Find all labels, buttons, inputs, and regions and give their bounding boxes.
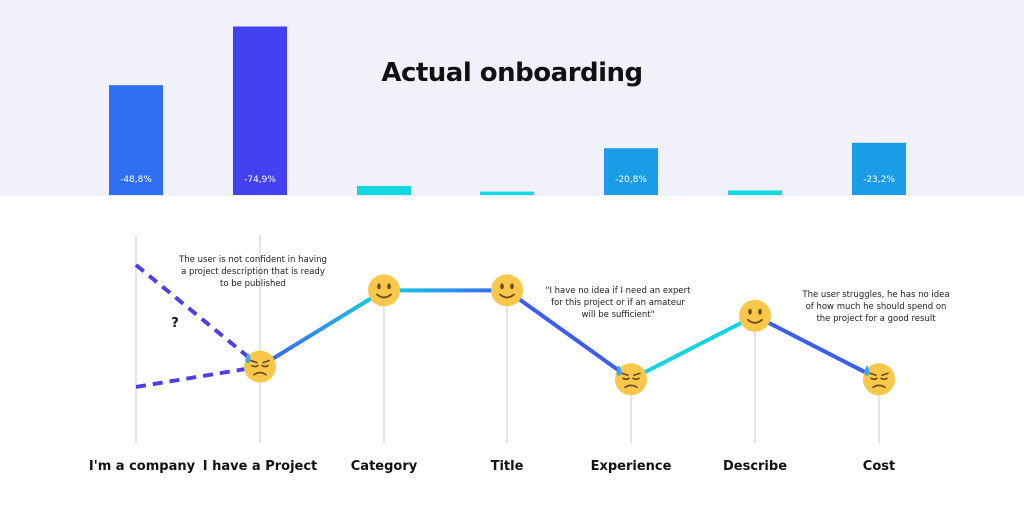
- face-eye: [758, 308, 762, 315]
- face-eye: [251, 364, 259, 368]
- bar-value-label: -48,8%: [120, 175, 152, 185]
- journey-segment: [505, 288, 633, 382]
- annotation-line: a project description that is ready: [181, 267, 325, 277]
- face-eye: [510, 283, 514, 290]
- annotation-line: the project for a good result: [816, 314, 936, 324]
- bar: [852, 142, 906, 195]
- worried-face-icon: [244, 350, 276, 383]
- face-eye: [261, 364, 269, 368]
- chart-title: Actual onboarding: [381, 58, 643, 88]
- face-mouth: [624, 384, 638, 389]
- bar: [604, 148, 658, 195]
- face-eye: [870, 377, 878, 381]
- face-brow: [621, 372, 629, 377]
- face-brow: [633, 372, 641, 377]
- bar: [728, 190, 782, 195]
- bar: [357, 186, 411, 195]
- bar-value-label: -23,2%: [863, 175, 895, 185]
- category-label: I'm a company: [89, 459, 196, 474]
- annotation-line: will be sufficient": [582, 310, 655, 320]
- worried-face-icon: [615, 363, 647, 396]
- worried-face-icon: [863, 363, 895, 396]
- face-disc: [615, 363, 647, 396]
- sweat-drop: [245, 352, 251, 364]
- dashed-branch-upper: [134, 263, 262, 369]
- face-disc: [244, 350, 276, 383]
- annotation-line: to be published: [220, 279, 286, 289]
- bar: [233, 26, 287, 195]
- bar-value-label: -74,9%: [244, 175, 276, 185]
- bar: [109, 85, 163, 195]
- face-eye: [622, 377, 630, 381]
- face-disc: [739, 299, 771, 332]
- face-brow: [262, 359, 270, 364]
- annotation: The user struggles, he has no idea of how…: [801, 290, 949, 324]
- category-label: I have a Project: [203, 459, 318, 474]
- journey-segment: [258, 288, 386, 369]
- journey-segment: [629, 313, 757, 382]
- face-disc: [368, 274, 400, 307]
- category-label: Title: [491, 459, 524, 474]
- face-eye: [880, 377, 888, 381]
- face-mouth: [376, 293, 392, 299]
- face-brow: [250, 359, 258, 364]
- journey-segment: [753, 313, 881, 382]
- sweat-drop: [616, 365, 622, 377]
- smiling-face-icon: [739, 299, 771, 332]
- smiling-face-icon: [368, 274, 400, 307]
- category-label: Cost: [863, 459, 895, 474]
- face-eye: [500, 283, 504, 290]
- annotation-line: "I have no idea if I need an expert: [546, 286, 692, 296]
- face-eye: [387, 283, 391, 290]
- face-brow: [881, 372, 889, 377]
- bar: [480, 191, 534, 195]
- face-disc: [863, 363, 895, 396]
- face-disc: [491, 274, 523, 307]
- face-eye: [632, 377, 640, 381]
- smiling-face-icon: [491, 274, 523, 307]
- face-mouth: [872, 384, 886, 389]
- face-mouth: [499, 293, 515, 299]
- category-label: Describe: [723, 459, 787, 474]
- annotation: "I have no idea if I need an expert for t…: [546, 286, 692, 320]
- category-label: Experience: [591, 459, 672, 474]
- category-label: Category: [351, 459, 418, 474]
- face-eye: [377, 283, 381, 290]
- annotation-line: The user struggles, he has no idea: [801, 290, 949, 300]
- face-mouth: [253, 371, 267, 376]
- dashed-branch-lower: [135, 364, 261, 389]
- annotation-line: of how much he should spend on: [806, 302, 947, 312]
- face-eye: [748, 308, 752, 315]
- annotation-line: for this project or if an amateur: [551, 298, 685, 308]
- question-mark: ?: [171, 316, 179, 331]
- annotation: The user is not confident in having a pro…: [178, 255, 327, 289]
- face-brow: [869, 372, 877, 377]
- bar-value-label: -20,8%: [615, 175, 647, 185]
- sweat-drop: [864, 365, 870, 377]
- face-mouth: [747, 318, 763, 324]
- annotation-line: The user is not confident in having: [178, 255, 327, 265]
